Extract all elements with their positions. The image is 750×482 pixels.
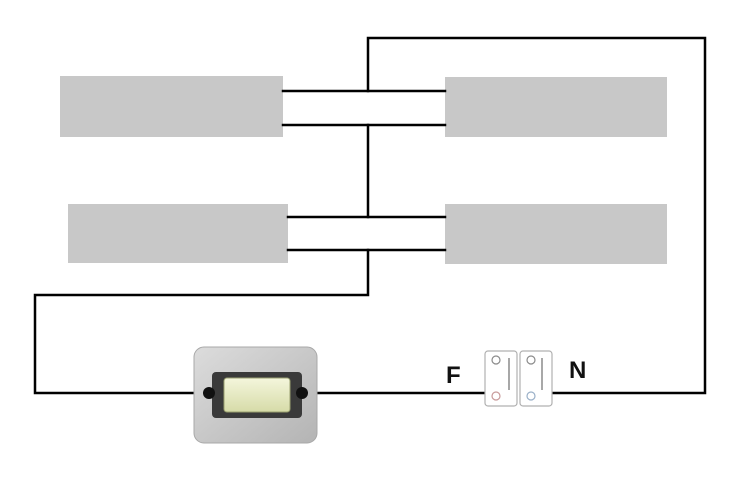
terminal-screw-1 — [491, 355, 501, 365]
neutral-label: N — [569, 357, 586, 384]
switch-terminal-left — [203, 387, 215, 399]
wires — [33, 36, 707, 395]
lamp-group — [60, 76, 667, 264]
terminal-block-right — [519, 350, 553, 407]
wire-center-trunk — [366, 36, 707, 395]
lamp-top-right — [445, 77, 667, 137]
switch-terminal-right — [296, 387, 308, 399]
wire-center-link-2 — [33, 248, 370, 395]
switch — [193, 346, 318, 444]
terminal-block — [484, 350, 553, 407]
terminal-block-left — [484, 350, 518, 407]
lamp-bottom-left — [68, 204, 288, 263]
terminal-screw-3 — [491, 391, 501, 401]
lamp-bottom-right — [445, 204, 667, 264]
phase-label: F — [446, 362, 461, 389]
switch-rocker — [223, 377, 291, 413]
terminal-screw-4 — [526, 391, 536, 401]
terminal-screw-2 — [526, 355, 536, 365]
lamp-top-left — [60, 76, 283, 137]
